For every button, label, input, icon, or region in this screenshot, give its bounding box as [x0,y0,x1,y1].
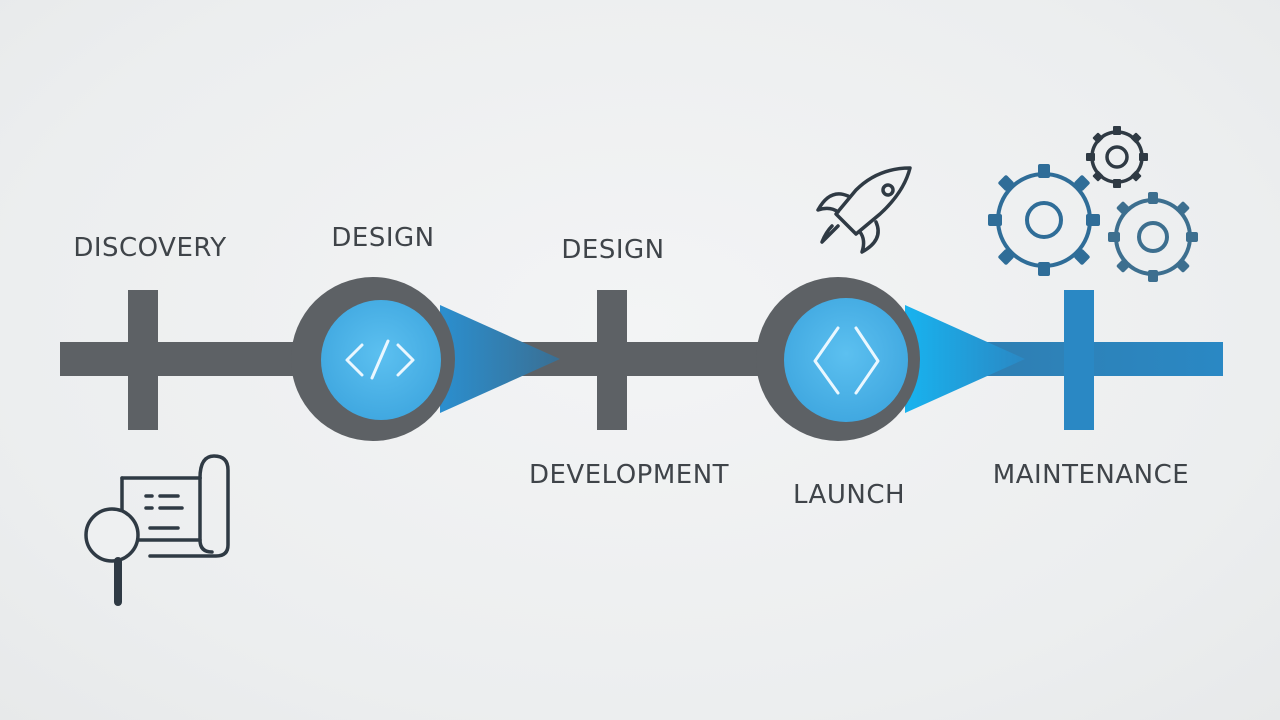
timeline-tick-maintenance [1064,290,1094,430]
stage-label-discovery: DISCOVERY [73,233,226,263]
stage-label-design: DESIGN [331,223,434,253]
stage-label-development: DEVELOPMENT [529,460,729,490]
timeline-arrow-1 [440,305,560,413]
rocket-icon [816,166,912,254]
angle-brackets-icon [813,326,880,395]
timeline-arrow-2 [905,305,1025,413]
timeline-tick-development [597,290,627,430]
gears-icon [988,126,1198,282]
stage-label-launch: LAUNCH [793,480,905,510]
launch-node [756,277,920,441]
timeline-tick-discovery [128,290,158,430]
design-node [291,277,455,441]
code-brackets-icon [345,339,415,380]
stage-label-maintenance: MAINTENANCE [993,460,1189,490]
magnifier-blueprint-icon [84,454,230,606]
timeline-bar [60,342,1223,376]
stage-label-design-2: DESIGN [561,235,664,265]
